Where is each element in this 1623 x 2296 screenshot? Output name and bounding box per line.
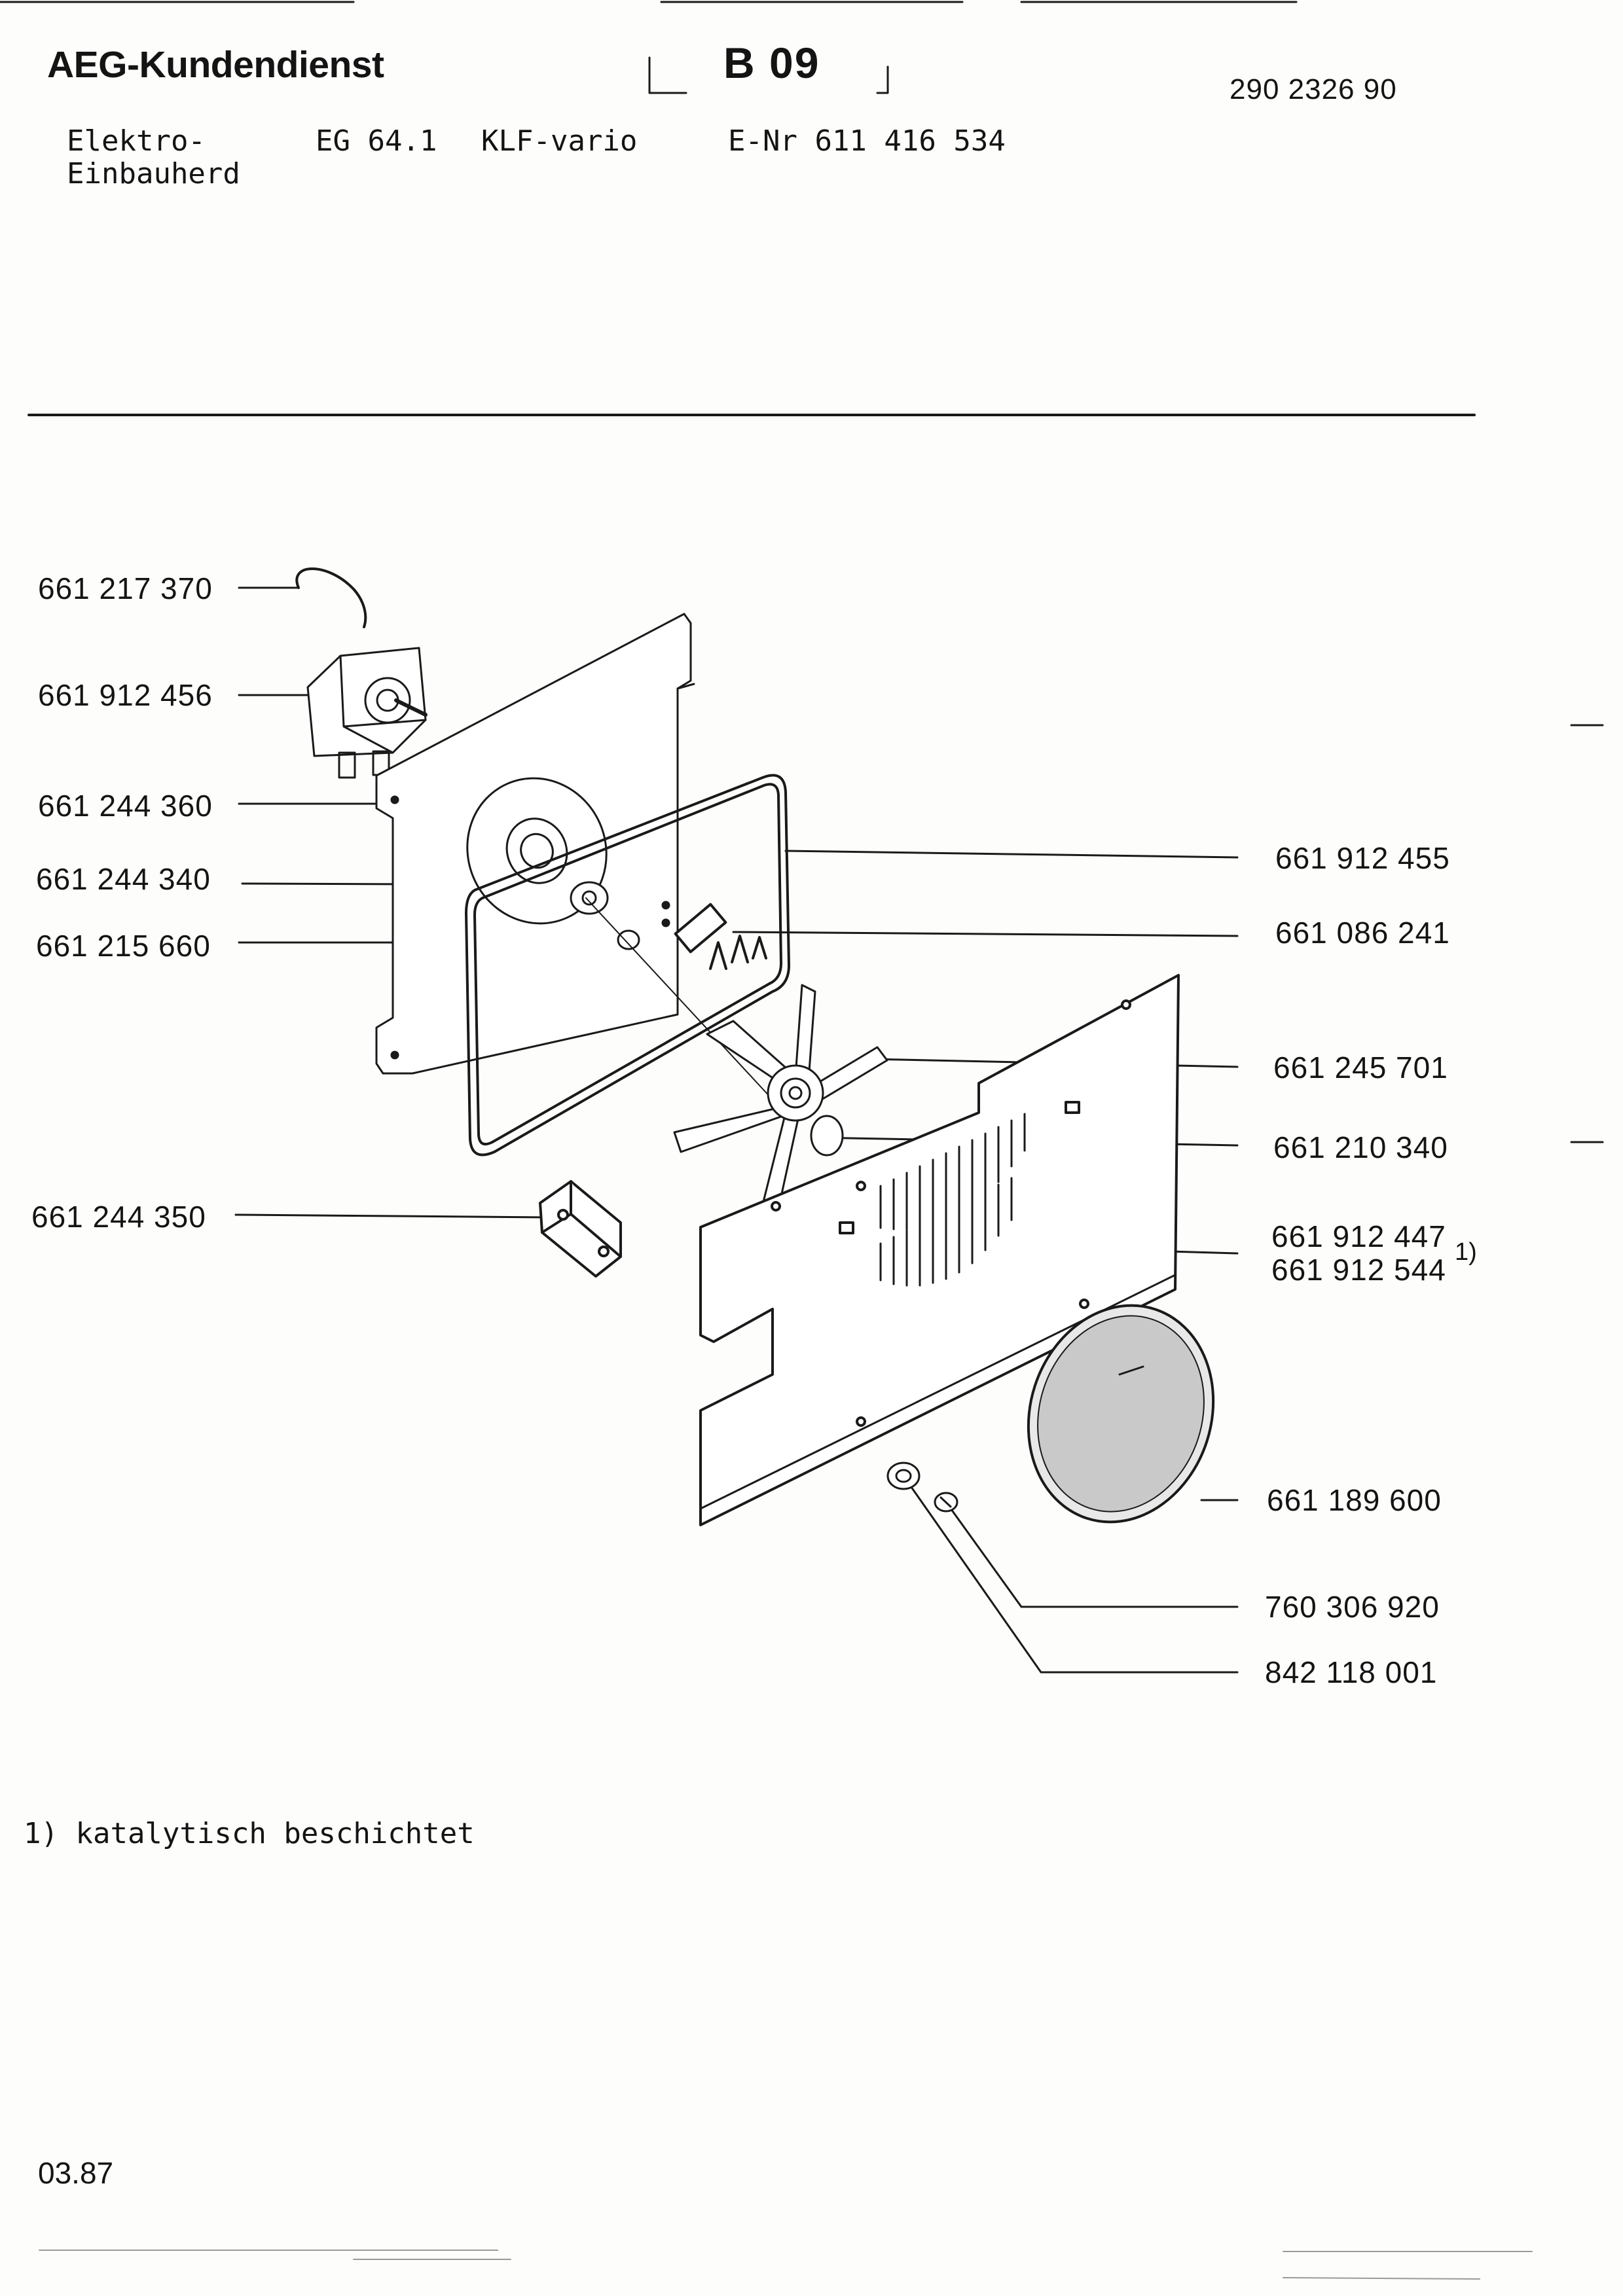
scan-marks: [39, 2250, 1533, 2280]
part-number-screw: 760 306 920: [1265, 1590, 1440, 1624]
issue-date: 03.87: [38, 2156, 114, 2190]
part-number-grease-filter: 661 189 600: [1267, 1483, 1442, 1517]
part-number-shaft-seal: 661 244 340: [36, 862, 211, 896]
model-variant: KLF-vario: [481, 124, 638, 158]
header-marks: [0, 1, 1298, 94]
grease-filter: [1027, 1304, 1215, 1524]
model-number: EG 64.1: [316, 124, 437, 158]
heating-ring: [465, 774, 790, 1157]
part-number-fan-nut: 661 210 340: [1273, 1130, 1448, 1164]
fan-motor: [295, 567, 428, 779]
part-number-washer: 842 118 001: [1265, 1655, 1438, 1689]
sheet-code: B 09: [723, 39, 820, 87]
part-number-fan-wheel: 661 245 701: [1273, 1050, 1448, 1085]
product-line-2: Einbauherd: [67, 157, 240, 190]
footnote-marker: 1): [1455, 1238, 1477, 1266]
document-number: 290 2326 90: [1230, 73, 1397, 105]
part-number-fan-cover-b: 661 912 544: [1271, 1253, 1446, 1287]
fan-cover: [699, 974, 1180, 1526]
part-number-terminal: 661 086 241: [1275, 916, 1450, 950]
fasteners: [886, 1462, 958, 1513]
fan-wheel: [673, 984, 888, 1222]
part-number-clock-motor-cable: 661 217 370: [38, 571, 213, 605]
footnote: 1) katalytisch beschichtet: [24, 1817, 475, 1850]
product-line-1: Elektro-: [67, 124, 206, 158]
part-number-heating-ring: 661 912 455: [1275, 841, 1450, 875]
brand-title: AEG-Kundendienst: [47, 44, 384, 86]
part-number-fan-motor: 661 912 456: [38, 678, 213, 712]
part-number-rear-plate: 661 244 360: [38, 789, 213, 823]
bracket: [539, 1180, 622, 1278]
part-number-bracket: 661 244 350: [31, 1200, 206, 1234]
part-number-fan-cover-a: 661 912 447: [1271, 1219, 1446, 1253]
part-number-bushing: 661 215 660: [36, 929, 211, 963]
rear-plate: [375, 613, 695, 1075]
shaft-parts: [570, 881, 773, 1100]
e-number: E-Nr 611 416 534: [728, 124, 1006, 158]
